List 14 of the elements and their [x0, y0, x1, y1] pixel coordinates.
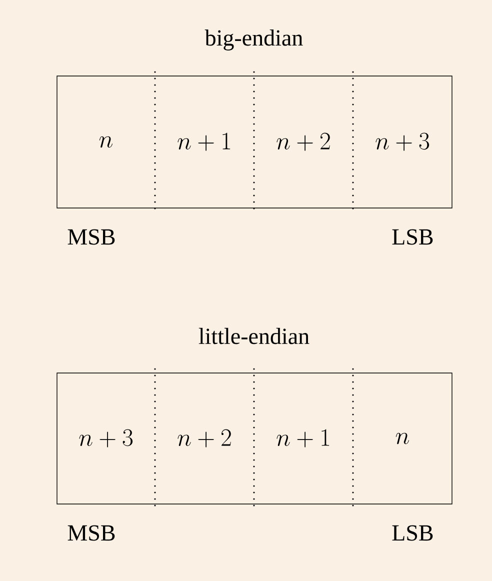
byte-order-label: LSB	[392, 229, 433, 245]
byte-order-label: MSB	[68, 229, 115, 245]
row-title: little-endian	[198, 328, 310, 344]
row-title: big-endian	[204, 30, 303, 50]
byte-cell: $n$	[99, 136, 113, 148]
byte-order-label: MSB	[68, 525, 115, 541]
byte-cell: $n+2$	[178, 429, 231, 448]
byte-cell: $n+3$	[376, 132, 430, 151]
byte-order-label: LSB	[392, 525, 433, 541]
byte-cell: $n+1$	[276, 429, 330, 448]
byte-cell: $n+2$	[276, 132, 330, 151]
byte-cell: $n$	[396, 432, 410, 444]
byte-cell: $n+3$	[79, 429, 133, 448]
byte-cell: $n+1$	[178, 132, 230, 151]
